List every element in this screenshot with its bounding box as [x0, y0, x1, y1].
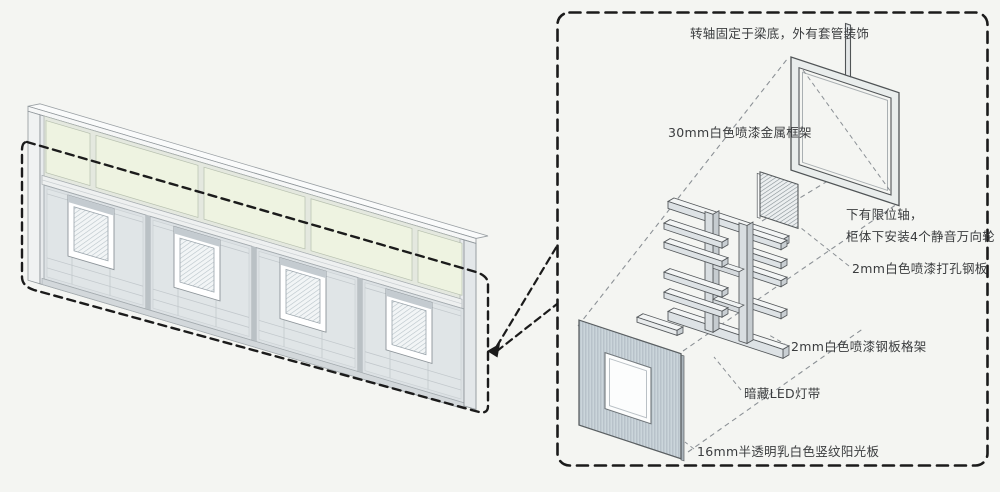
- wall-dashed-outline: [20, 140, 490, 414]
- callout-leader-upper: [495, 244, 559, 348]
- sunlight-panel: [578, 319, 685, 462]
- door-gap: [146, 215, 150, 311]
- perforated-plate: [756, 171, 799, 230]
- exploded-assembly: [578, 22, 900, 462]
- label-pivot: 转轴固定于梁底，外有套管装饰: [690, 26, 869, 41]
- clerestory-pane: [310, 198, 413, 281]
- window-pane: [385, 288, 433, 364]
- callout-leader-lower: [495, 302, 559, 353]
- door-gap: [252, 246, 256, 342]
- wall-left-cap: [27, 110, 41, 285]
- label-metal-frame: 30mm白色喷漆金属框架: [668, 125, 812, 140]
- led-strip-bar: [635, 313, 685, 337]
- wall-right-cap: [463, 239, 477, 411]
- grid-post: [738, 216, 754, 346]
- shelf-grid: [635, 197, 791, 360]
- label-leaders: [684, 69, 892, 450]
- label-led-strip: 暗藏LED灯带: [744, 386, 821, 401]
- label-sunlight-board: 16mm半透明乳白色竖纹阳光板: [697, 444, 879, 459]
- panel-window-cutout: [604, 351, 652, 425]
- label-limit-axis-2: 柜体下安装4个静音万向轮: [846, 229, 995, 244]
- label-steel-grid: 2mm白色喷漆钢板格架: [791, 339, 927, 354]
- window-pane: [173, 225, 221, 302]
- detail-callout-box: [556, 11, 989, 467]
- window-pane: [279, 257, 327, 333]
- door-gap: [358, 277, 362, 373]
- label-perforated-steel: 2mm白色喷漆打孔钢板: [852, 261, 988, 276]
- window-pane: [67, 194, 115, 271]
- pivot-rod: [844, 22, 852, 78]
- grid-bottom-beam: [666, 307, 791, 360]
- label-limit-axis-1: 下有限位轴，: [846, 207, 923, 222]
